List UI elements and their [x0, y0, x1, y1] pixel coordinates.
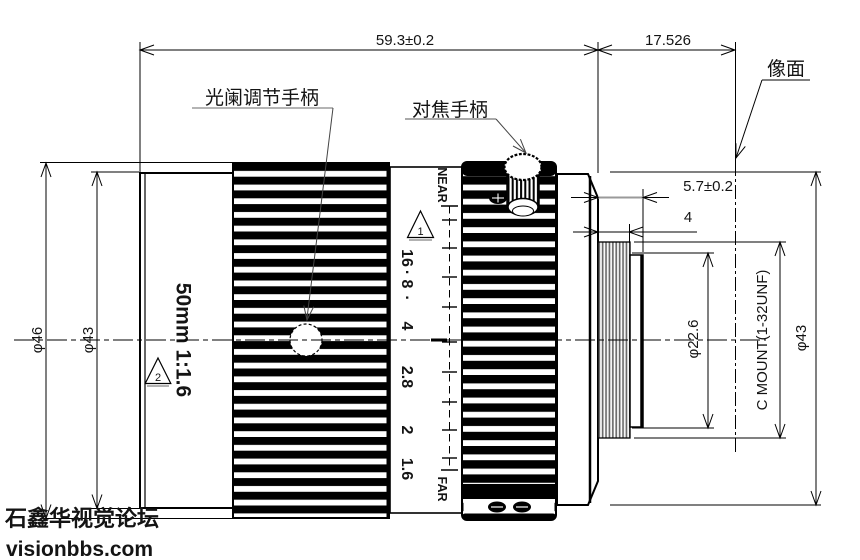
aperture-dot: · — [398, 270, 415, 275]
aperture-value: 2 — [398, 426, 415, 435]
note-triangle-2-icon — [144, 356, 172, 385]
watermark-site-url: visionbbs.com — [6, 538, 153, 560]
rear-tube — [629, 254, 644, 428]
dim-rear-protrusion: 5.7±0.2 — [683, 178, 733, 195]
dim-dia-cap: φ43 — [80, 327, 97, 353]
note-triangle-1-icon — [406, 209, 435, 239]
image-plane-label: 像面 — [767, 58, 805, 80]
aperture-value: 1.6 — [398, 458, 415, 480]
aperture-value: 4 — [398, 322, 415, 331]
focus-distance-scale: NEAR FAR — [431, 167, 458, 502]
note-triangle-1-number: 1 — [417, 226, 423, 238]
watermark: 石鑫华视觉论坛 visionbbs.com — [4, 506, 159, 560]
dim-dia-front: φ46 — [29, 327, 46, 353]
callouts: 光阑调节手柄 对焦手柄 像面 — [192, 58, 810, 322]
aperture-handle-label: 光阑调节手柄 — [205, 87, 319, 109]
focus-knob-cap — [503, 152, 543, 182]
far-label: FAR — [435, 477, 449, 502]
focus-handle-label: 对焦手柄 — [412, 99, 488, 121]
lens-body — [139, 152, 644, 521]
dim-thread-length: 4 — [684, 209, 692, 226]
watermark-forum-name: 石鑫华视觉论坛 — [4, 506, 159, 531]
aperture-dot: · — [398, 295, 415, 300]
dim-dia-rear-tube: φ22.6 — [685, 320, 702, 359]
focus-knob — [503, 152, 543, 217]
note-triangle-2-number: 2 — [155, 372, 161, 384]
aperture-value: 8 — [398, 280, 415, 289]
dimensions: 59.3±0.2 17.526 5.7±0.2 4 φ46 φ43 φ22.6 — [29, 32, 822, 520]
dim-dia-rear: φ43 — [793, 325, 810, 351]
near-label: NEAR — [435, 167, 449, 202]
aperture-scale: 16 · 8 · 4 2.8 2 1.6 — [398, 249, 415, 480]
dim-total-length: 59.3±0.2 — [376, 32, 434, 49]
aperture-value: 16 — [398, 249, 415, 267]
dim-mount-spec: C MOUNT(1-32UNF) — [754, 270, 771, 411]
dim-flange-focal: 17.526 — [645, 32, 691, 49]
focus-ring — [461, 161, 557, 521]
aperture-value: 2.8 — [398, 366, 415, 388]
